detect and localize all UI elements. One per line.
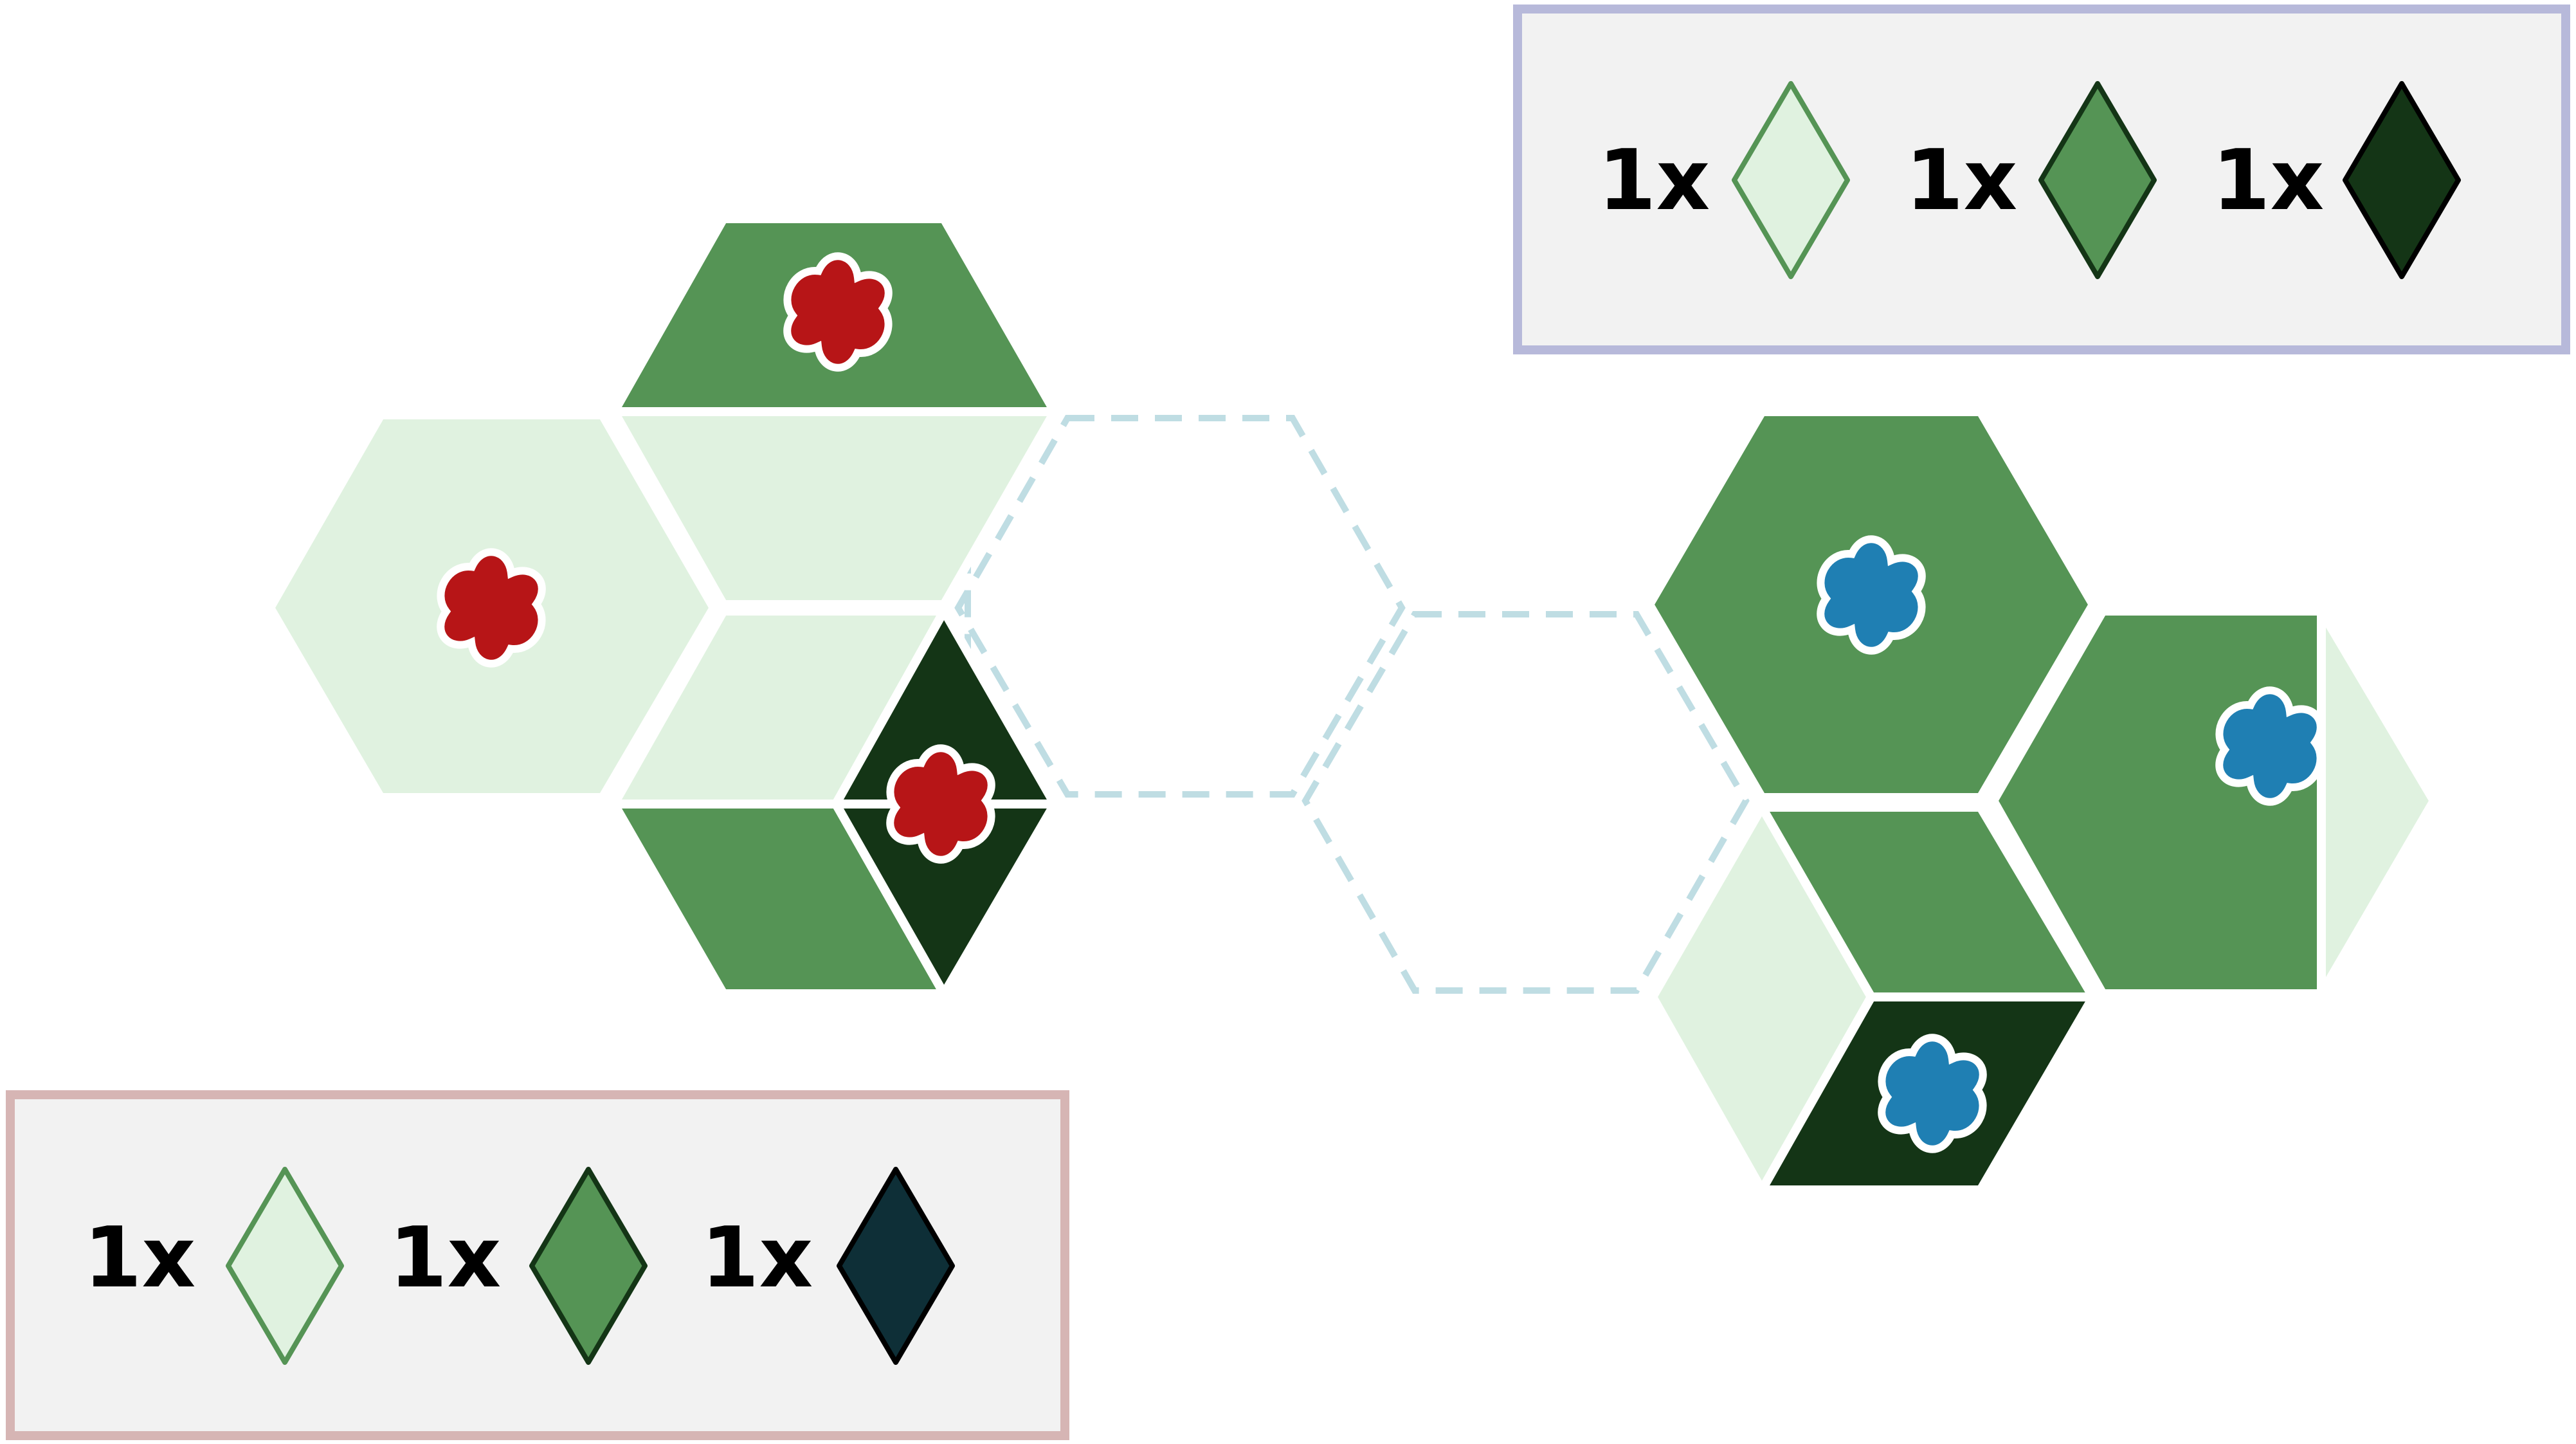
red-count-light: 1x [84, 1209, 195, 1306]
red-count-dark: 1x [701, 1209, 813, 1306]
blue-territory [1644, 407, 2440, 1200]
blue-count-dark: 1x [2212, 131, 2324, 229]
blue-count-medium: 1x [1905, 131, 2017, 229]
blue-inventory-panel: 1x 1x 1x [1513, 5, 2570, 354]
diamond-tile-icon [2038, 81, 2157, 279]
blue-inventory-item-medium[interactable]: 1x [1905, 81, 2157, 279]
empty-slot[interactable] [954, 415, 1406, 798]
red-count-medium: 1x [389, 1209, 501, 1306]
diamond-tile-icon [1732, 81, 1850, 279]
red-inventory-panel: 1x 1x 1x [6, 1090, 1069, 1440]
red-territory [264, 214, 1063, 1003]
tile-light[interactable] [2317, 594, 2440, 1010]
red-inventory-item-medium[interactable]: 1x [389, 1167, 648, 1365]
diamond-tile-icon [226, 1167, 344, 1365]
diamond-tile-icon [837, 1167, 955, 1365]
blue-count-light: 1x [1598, 131, 1710, 229]
diamond-tile-icon [2343, 81, 2461, 279]
red-inventory-item-dark[interactable]: 1x [701, 1167, 955, 1365]
empty-slot[interactable] [1302, 611, 1750, 994]
blue-inventory-item-dark[interactable]: 1x [2212, 81, 2461, 279]
blue-inventory-item-light[interactable]: 1x [1598, 81, 1850, 279]
red-inventory-item-light[interactable]: 1x [84, 1167, 344, 1365]
diamond-tile-icon [529, 1167, 648, 1365]
